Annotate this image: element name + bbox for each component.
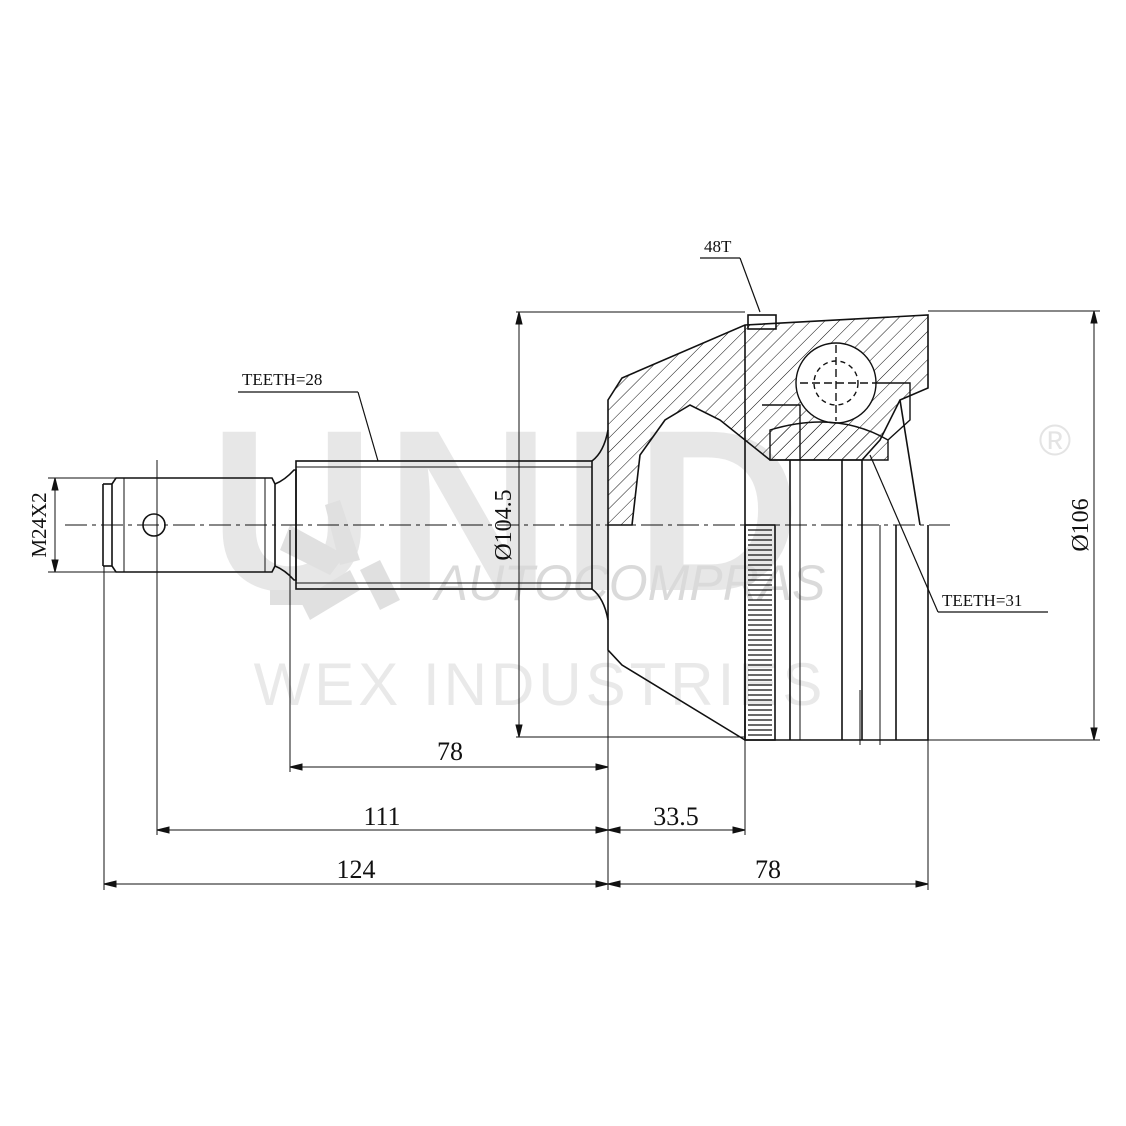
dimension-111 [156,826,609,834]
body-diameter-label: Ø104.5 [491,489,517,560]
annotations [238,257,1048,613]
dimension-124 [103,880,609,888]
abs-tone-ring [744,314,777,741]
thread-label: M24X2 [27,492,51,557]
total-right-label: 78 [755,855,781,884]
outer-diameter-dimension [928,310,1100,741]
extension-lines [103,460,929,890]
ring-offset-label: 33.5 [653,802,699,831]
outer-splines-label: TEETH=28 [242,370,322,389]
splined-shaft [295,429,609,621]
inner-race-and-ball [762,342,911,461]
dimension-78-housing [607,880,929,888]
body-diameter-dimension [515,311,745,738]
watermark-registered: ® [1039,416,1071,465]
total-left-label: 124 [337,855,376,884]
dimension-33-5 [607,826,746,834]
to-face-label: 111 [363,802,400,831]
dimension-78-shaft [289,763,609,771]
threaded-end [102,469,297,581]
abs-ring-label: 48T [704,237,732,256]
inner-splines-label: TEETH=31 [942,591,1022,610]
cotter-pin-hole [142,513,166,537]
thread-dimension [48,477,118,573]
watermark-company: WEX INDUSTRIES [254,651,827,718]
outer-diameter-label: Ø106 [1068,498,1094,551]
shaft-length-label: 78 [437,737,463,766]
